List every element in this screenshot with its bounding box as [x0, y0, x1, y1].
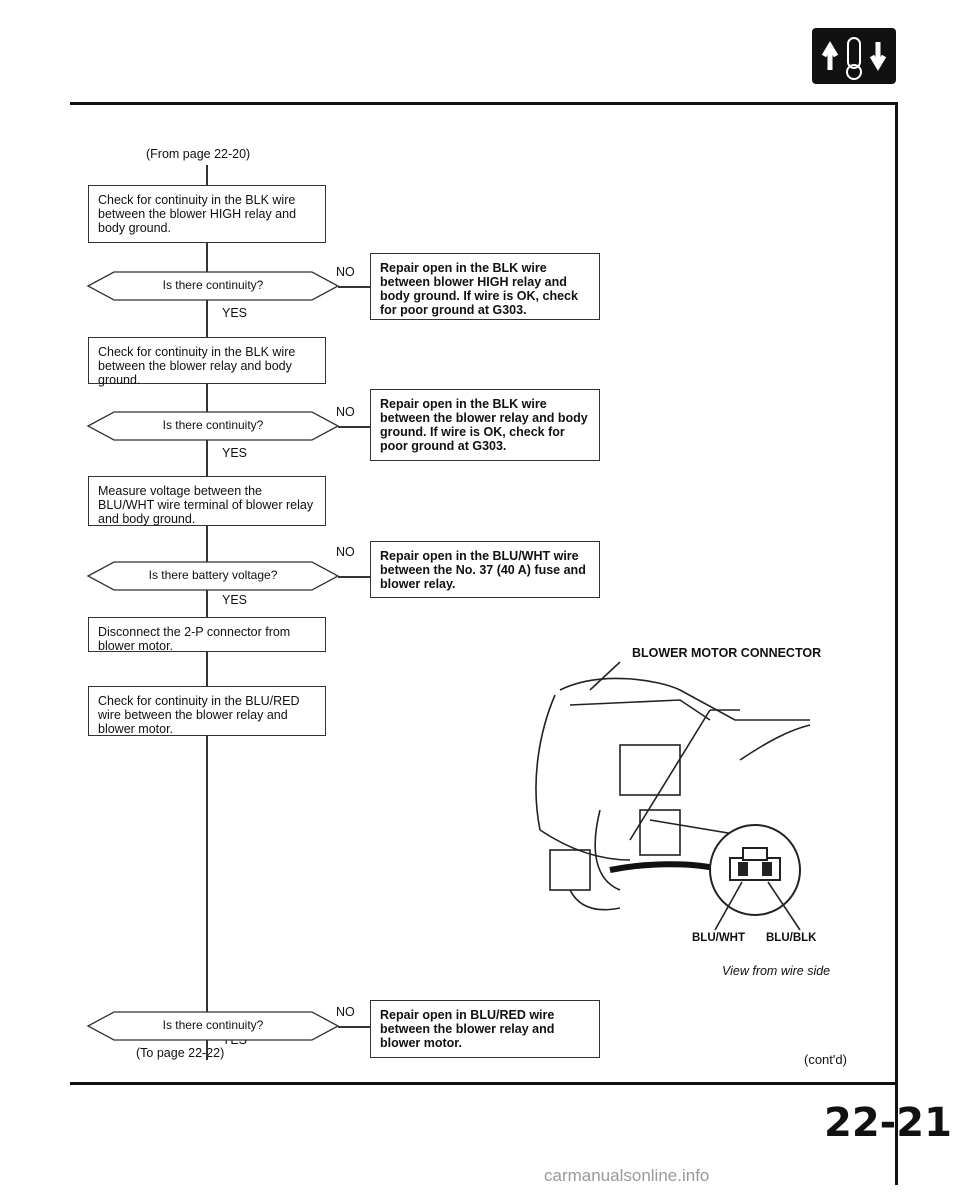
to-page-label: (To page 22-22)	[136, 1046, 225, 1060]
temperature-blower-icon	[812, 28, 896, 84]
blower-motor-illustration	[535, 661, 811, 931]
step-box-1: Check for continuity in the BLK wire bet…	[88, 185, 326, 243]
terminal-label-left: BLU/WHT	[692, 932, 746, 944]
repair-box-1: Repair open in the BLK wire between blow…	[370, 253, 600, 320]
yes-label-3: YES	[222, 593, 248, 607]
step-box-2: Check for continuity in the BLK wire bet…	[88, 337, 326, 387]
decision-label-4: Is there continuity?	[162, 1018, 264, 1032]
top-rule	[70, 102, 898, 105]
repair-box-3: Repair open in the BLU/WHT wire between …	[370, 541, 600, 598]
no-label-1: NO	[336, 265, 355, 279]
repair-box-4: Repair open in BLU/RED wire between the …	[370, 1000, 600, 1058]
repair-box-2: Repair open in the BLK wire between the …	[370, 389, 600, 461]
yes-label-1: YES	[222, 306, 248, 320]
yes-label-2: YES	[222, 446, 248, 460]
from-page-label: (From page 22-20)	[146, 147, 251, 161]
no-label-3: NO	[336, 545, 355, 559]
terminal-label-right: BLU/BLK	[766, 932, 817, 944]
no-label-4: NO	[336, 1005, 355, 1019]
decision-label-3: Is there battery voltage?	[148, 568, 278, 582]
decision-label-2: Is there continuity?	[162, 418, 264, 432]
right-rule	[895, 102, 898, 1185]
diagram-title: BLOWER MOTOR CONNECTOR	[632, 646, 822, 660]
step-box-4: Disconnect the 2-P connector from blower…	[88, 617, 326, 653]
page-number: 22-21	[824, 1100, 952, 1146]
diagram-caption: View from wire side	[722, 964, 831, 978]
contd-label: (cont'd)	[804, 1052, 847, 1067]
no-label-2: NO	[336, 405, 355, 419]
step-box-5: Check for continuity in the BLU/RED wire…	[88, 686, 326, 736]
bottom-rule	[70, 1082, 898, 1085]
step-box-3: Measure voltage between the BLU/WHT wire…	[88, 476, 326, 526]
decision-label-1: Is there continuity?	[162, 278, 264, 292]
watermark: carmanualsonline.info	[544, 1166, 710, 1185]
